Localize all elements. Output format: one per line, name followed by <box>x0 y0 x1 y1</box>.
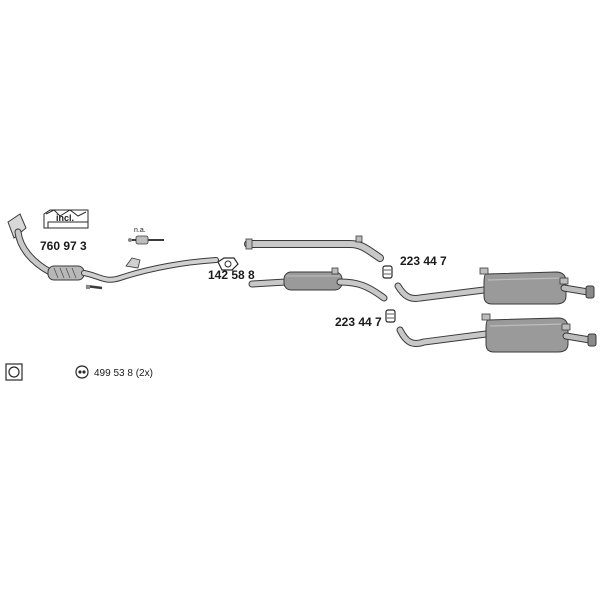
part-number-rubber-mount[interactable]: 499 53 8 (2x) <box>94 368 153 379</box>
center-muffler-section[interactable] <box>248 267 388 302</box>
part-number-clamp-front[interactable]: 142 58 8 <box>208 268 255 282</box>
center-muffler <box>283 271 343 291</box>
incl-label: incl. <box>56 213 75 223</box>
clamp-lower-icon[interactable] <box>385 309 396 323</box>
kit-box-icon <box>43 209 89 229</box>
manifold-flange <box>7 213 27 239</box>
not-available-label: n.a. <box>134 227 146 234</box>
gasket-icon[interactable] <box>5 363 23 381</box>
pipe-bracket <box>125 257 141 269</box>
rear-muffler-upper-section[interactable] <box>394 267 595 305</box>
front-exhaust-section[interactable] <box>7 213 219 290</box>
part-number-clamp-upper[interactable]: 223 44 7 <box>400 254 447 268</box>
intermediate-pipe-upper[interactable] <box>244 235 384 262</box>
rubber-mount-icon[interactable] <box>75 365 89 379</box>
rear-muffler-lower <box>485 317 569 353</box>
rear-muffler-upper <box>483 271 567 305</box>
rear-muffler-lower-section[interactable] <box>396 313 597 353</box>
part-number-clamp-lower[interactable]: 223 44 7 <box>335 315 382 329</box>
clamp-front-icon[interactable] <box>217 257 239 271</box>
clamp-upper-icon[interactable] <box>382 265 393 279</box>
lambda-sensor-icon <box>128 235 164 245</box>
part-number-catalytic[interactable]: 760 97 3 <box>40 239 87 253</box>
